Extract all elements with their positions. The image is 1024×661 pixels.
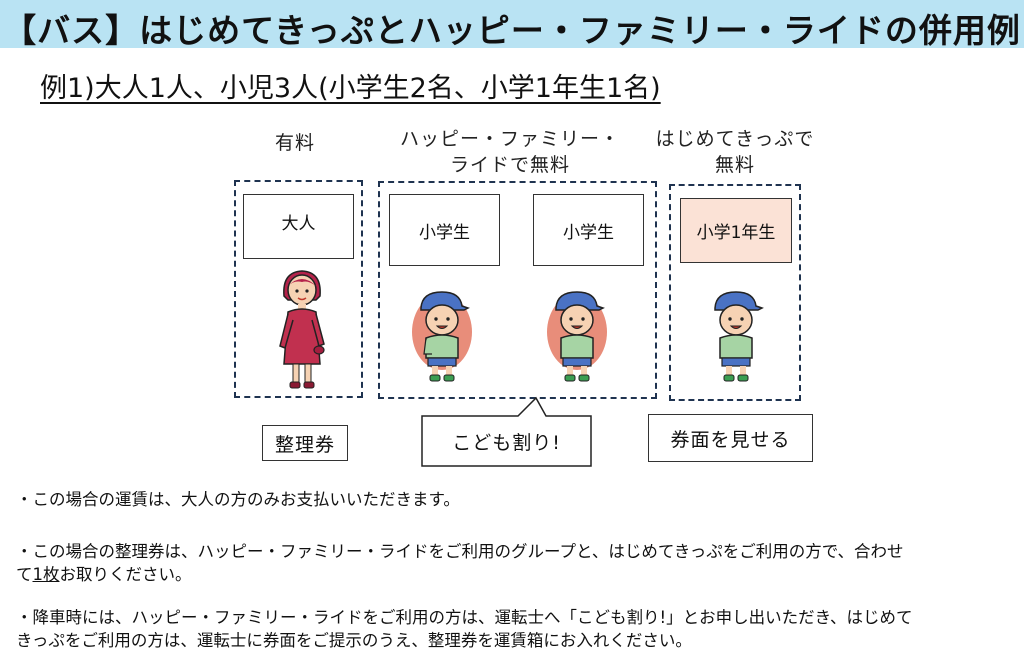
show-ticket-box: 券面を見せる bbox=[648, 414, 813, 462]
caption-first-line2: 無料 bbox=[714, 154, 755, 176]
note-ticket-line1: ・この場合の整理券は、ハッピー・ファミリー・ライドをご利用のグループと、はじめて… bbox=[16, 542, 904, 561]
student-boy-illustration-1 bbox=[412, 291, 472, 382]
note-ticket-pre: て bbox=[16, 565, 33, 584]
card-adult: 大人 bbox=[243, 194, 354, 259]
caption-first: はじめてきっぷで 無料 bbox=[640, 126, 830, 178]
caption-paid: 有料 bbox=[240, 130, 350, 156]
student-boy-illustration-2 bbox=[547, 291, 607, 382]
ticket-label-box: 整理券 bbox=[262, 425, 348, 461]
adult-woman-illustration bbox=[279, 270, 325, 389]
note-fare: ・この場合の運賃は、大人の方のみお支払いいただきます。 bbox=[16, 490, 460, 509]
group-first-box bbox=[669, 184, 801, 401]
example-heading: 例1)大人1人、小児3人(小学生2名、小学1年生1名) bbox=[40, 73, 661, 104]
note-alighting: ・降車時には、ハッピー・ファミリー・ライドをご利用の方は、運転士へ「こども割り!… bbox=[16, 606, 912, 652]
group-paid-box bbox=[234, 180, 363, 398]
page-title: 【バス】はじめてきっぷとハッピー・ファミリー・ライドの併用例 bbox=[3, 11, 1021, 50]
note-alighting-line1: ・降車時には、ハッピー・ファミリー・ライドをご利用の方は、運転士へ「こども割り!… bbox=[16, 608, 913, 627]
note-alighting-line2: きっぷをご利用の方は、運転士に券面をご提示のうえ、整理券を運賃箱にお入れください… bbox=[16, 631, 692, 650]
first-grader-boy-illustration bbox=[714, 291, 764, 382]
card-student-2: 小学生 bbox=[533, 194, 644, 266]
card-first-grader: 小学1年生 bbox=[680, 198, 792, 263]
note-ticket: ・この場合の整理券は、ハッピー・ファミリー・ライドをご利用のグループと、はじめて… bbox=[16, 540, 904, 586]
caption-first-line1: はじめてきっぷで bbox=[655, 128, 815, 150]
caption-happy-line1: ハッピー・ファミリー・ bbox=[399, 128, 620, 150]
caption-happy-line2: ライドで無料 bbox=[449, 154, 570, 176]
note-ticket-one-sheet: 1枚 bbox=[32, 565, 60, 584]
title-banner bbox=[0, 0, 1024, 48]
note-ticket-post: お取りください。 bbox=[59, 565, 192, 584]
caption-happy: ハッピー・ファミリー・ ライドで無料 bbox=[380, 126, 640, 178]
caption-paid-text: 有料 bbox=[274, 132, 315, 154]
kids-discount-text: こども割り! bbox=[452, 431, 561, 454]
card-student-1: 小学生 bbox=[389, 194, 500, 266]
note-ticket-line2: て1枚お取りください。 bbox=[16, 563, 904, 586]
